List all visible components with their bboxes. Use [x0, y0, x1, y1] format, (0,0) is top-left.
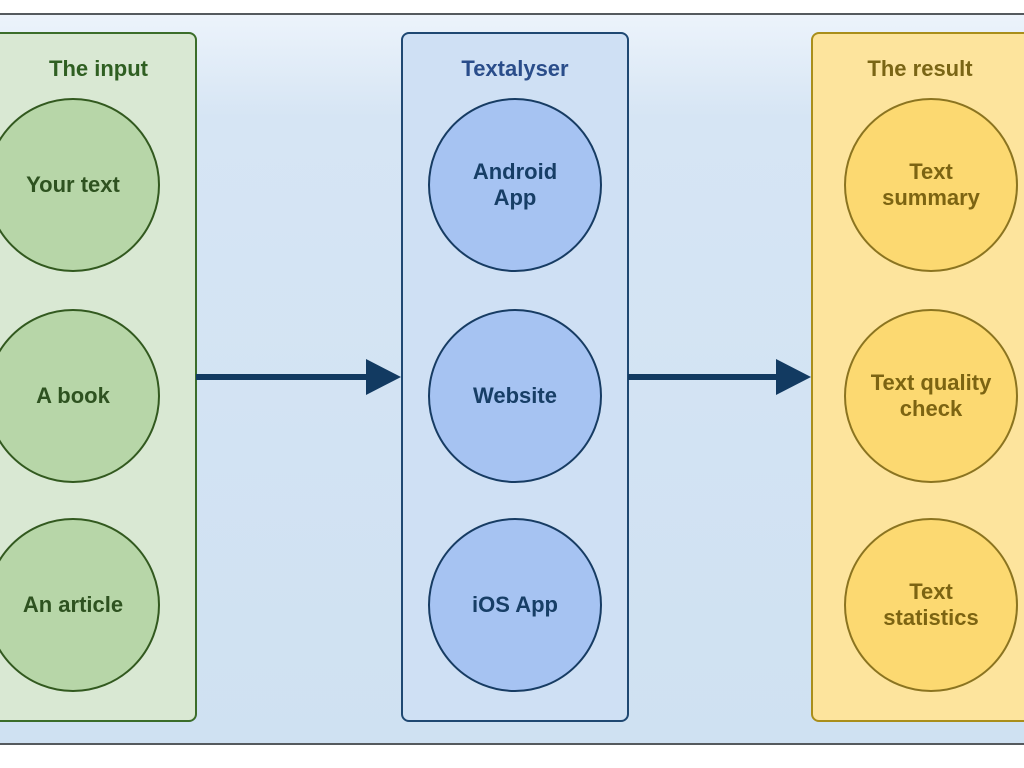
node-label: A book [36, 383, 110, 408]
result-panel-title: The result [867, 56, 973, 81]
arrow-input-to-textalyser [196, 359, 401, 395]
input-node-book: A book [0, 309, 160, 483]
arrow-textalyser-to-result [628, 359, 811, 395]
input-panel-title: The input [49, 56, 148, 81]
node-label: iOS App [472, 592, 558, 617]
node-label: Website [473, 383, 557, 408]
result-node-text-summary: Text summary [844, 98, 1018, 272]
result-node-quality-check: Text quality check [844, 309, 1018, 483]
textalyser-node-android-app: Android App [428, 98, 602, 272]
textalyser-panel-title: Textalyser [461, 56, 569, 81]
node-label: Text statistics [883, 579, 979, 630]
node-label: Text summary [882, 159, 980, 210]
result-panel: The result Text summary Text quality che… [811, 32, 1024, 722]
textalyser-panel: Textalyser Android App Website iOS App [401, 32, 629, 722]
node-label: Your text [26, 172, 120, 197]
result-node-text-statistics: Text statistics [844, 518, 1018, 692]
node-label: An article [22, 592, 124, 617]
node-label: Android App [472, 159, 558, 210]
textalyser-node-ios-app: iOS App [428, 518, 602, 692]
input-panel: The input Your text A book An article [0, 32, 197, 722]
input-node-article: An article [0, 518, 160, 692]
textalyser-node-website: Website [428, 309, 602, 483]
node-label: Text quality check [870, 370, 992, 421]
input-node-your-text: Your text [0, 98, 160, 272]
